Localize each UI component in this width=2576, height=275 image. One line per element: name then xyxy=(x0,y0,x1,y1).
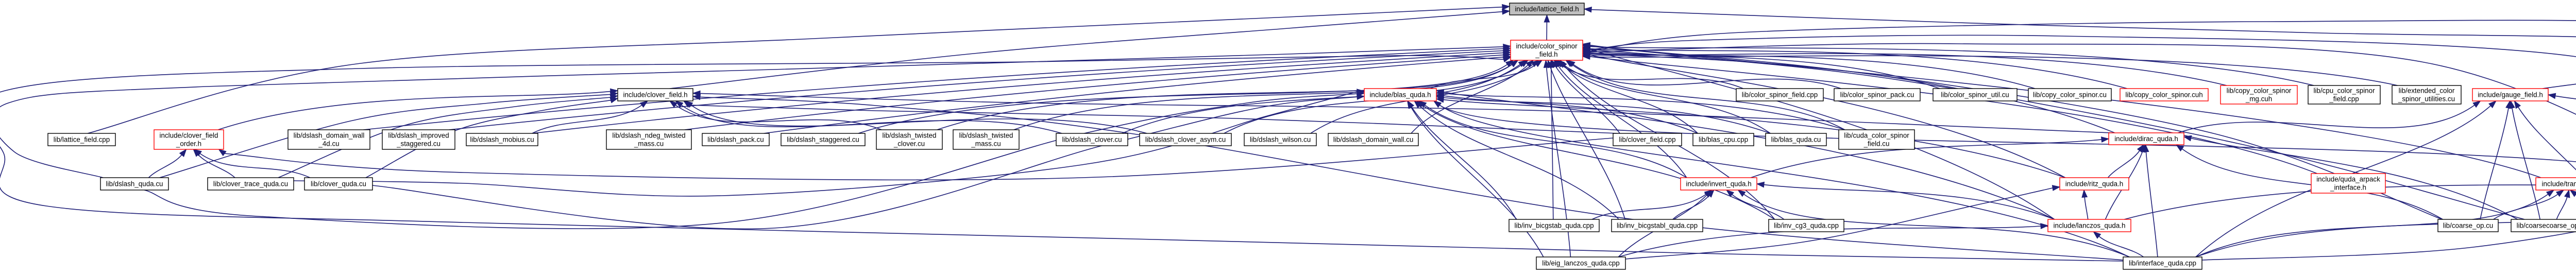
svg-text:include/transfer.h: include/transfer.h xyxy=(2542,180,2576,188)
svg-text:_field.cu: _field.cu xyxy=(1863,140,1890,148)
svg-text:lib/copy_color_spinor.cuh: lib/copy_color_spinor.cuh xyxy=(2125,91,2202,99)
svg-text:lib/blas_quda.cu: lib/blas_quda.cu xyxy=(1771,136,1821,144)
svg-text:lib/dslash_wilson.cu: lib/dslash_wilson.cu xyxy=(1250,136,1311,144)
svg-text:lib/interface_quda.cpp: lib/interface_quda.cpp xyxy=(2129,260,2196,267)
svg-text:include/quda_arpack: include/quda_arpack xyxy=(2316,176,2380,183)
svg-text:lib/dslash_clover.cu: lib/dslash_clover.cu xyxy=(1062,136,1122,144)
svg-text:_order.h: _order.h xyxy=(176,140,201,148)
svg-text:_clover.cu: _clover.cu xyxy=(893,140,925,148)
svg-text:include/lanczos_quda.h: include/lanczos_quda.h xyxy=(2054,222,2126,230)
svg-text:lib/dslash_quda.cu: lib/dslash_quda.cu xyxy=(106,180,163,188)
svg-text:include/ritz_quda.h: include/ritz_quda.h xyxy=(2065,180,2123,188)
svg-text:lib/color_spinor_util.cu: lib/color_spinor_util.cu xyxy=(1941,91,2009,99)
svg-text:lib/coarsecoarse_op.cu: lib/coarsecoarse_op.cu xyxy=(2517,222,2576,230)
svg-text:include/dirac_quda.h: include/dirac_quda.h xyxy=(2114,135,2178,143)
svg-text:lib/dslash_domain_wall: lib/dslash_domain_wall xyxy=(294,132,365,140)
svg-text:include/color_spinor: include/color_spinor xyxy=(1516,42,1578,50)
svg-text:lib/inv_bicgstab_quda.cpp: lib/inv_bicgstab_quda.cpp xyxy=(1514,222,1594,230)
svg-text:lib/blas_cpu.cpp: lib/blas_cpu.cpp xyxy=(1699,136,1748,144)
svg-text:lib/lattice_field.cpp: lib/lattice_field.cpp xyxy=(54,136,110,144)
svg-text:_mg.cuh: _mg.cuh xyxy=(2245,95,2272,103)
svg-text:_field.h: _field.h xyxy=(1535,50,1557,58)
svg-text:lib/copy_color_spinor.cu: lib/copy_color_spinor.cu xyxy=(2033,91,2107,99)
svg-text:include/clover_field: include/clover_field xyxy=(160,132,218,140)
svg-text:_interface.h: _interface.h xyxy=(2330,184,2366,192)
svg-text:lib/inv_bicgstabl_quda.cpp: lib/inv_bicgstabl_quda.cpp xyxy=(1617,222,1698,230)
svg-text:_spinor_utilities.cu: _spinor_utilities.cu xyxy=(2398,95,2455,103)
svg-text:_staggered.cu: _staggered.cu xyxy=(396,140,440,148)
svg-text:lib/dslash_mobius.cu: lib/dslash_mobius.cu xyxy=(470,136,534,144)
svg-text:lib/copy_color_spinor: lib/copy_color_spinor xyxy=(2227,87,2292,95)
svg-text:lib/dslash_twisted: lib/dslash_twisted xyxy=(883,132,937,140)
svg-text:lib/color_spinor_pack.cu: lib/color_spinor_pack.cu xyxy=(1840,91,1914,99)
svg-text:_field.cpp: _field.cpp xyxy=(2329,95,2359,103)
svg-text:_mass.cu: _mass.cu xyxy=(634,140,664,148)
svg-text:lib/dslash_ndeg_twisted: lib/dslash_ndeg_twisted xyxy=(612,132,685,140)
svg-text:lib/dslash_clover_asym.cu: lib/dslash_clover_asym.cu xyxy=(1145,136,1226,144)
svg-text:lib/coarse_op.cu: lib/coarse_op.cu xyxy=(2443,222,2494,230)
svg-text:lib/clover_field.cpp: lib/clover_field.cpp xyxy=(1619,136,1675,144)
svg-text:include/blas_quda.h: include/blas_quda.h xyxy=(1369,91,1431,99)
svg-text:lib/cuda_color_spinor: lib/cuda_color_spinor xyxy=(1844,132,1909,140)
svg-text:lib/eig_lanczos_quda.cpp: lib/eig_lanczos_quda.cpp xyxy=(1542,260,1619,267)
svg-text:include/gauge_field.h: include/gauge_field.h xyxy=(2478,91,2543,99)
svg-text:lib/extended_color: lib/extended_color xyxy=(2399,87,2455,95)
svg-text:_4d.cu: _4d.cu xyxy=(318,140,339,148)
svg-text:lib/dslash_pack.cu: lib/dslash_pack.cu xyxy=(707,136,764,144)
svg-text:lib/dslash_domain_wall.cu: lib/dslash_domain_wall.cu xyxy=(1333,136,1414,144)
svg-text:lib/color_spinor_field.cpp: lib/color_spinor_field.cpp xyxy=(1742,91,1818,99)
svg-text:lib/inv_cg3_quda.cpp: lib/inv_cg3_quda.cpp xyxy=(1774,222,1839,230)
svg-text:lib/clover_quda.cu: lib/clover_quda.cu xyxy=(311,180,366,188)
svg-text:lib/dslash_twisted: lib/dslash_twisted xyxy=(959,132,1013,140)
svg-text:include/lattice_field.h: include/lattice_field.h xyxy=(1515,5,1579,13)
svg-text:lib/clover_trace_quda.cu: lib/clover_trace_quda.cu xyxy=(213,180,288,188)
svg-text:lib/cpu_color_spinor: lib/cpu_color_spinor xyxy=(2313,87,2375,95)
svg-text:_mass.cu: _mass.cu xyxy=(971,140,1001,148)
svg-text:lib/dslash_staggered.cu: lib/dslash_staggered.cu xyxy=(787,136,859,144)
svg-text:include/clover_field.h: include/clover_field.h xyxy=(623,91,687,99)
svg-text:include/invert_quda.h: include/invert_quda.h xyxy=(1686,180,1751,188)
svg-text:lib/dslash_improved: lib/dslash_improved xyxy=(388,132,449,140)
